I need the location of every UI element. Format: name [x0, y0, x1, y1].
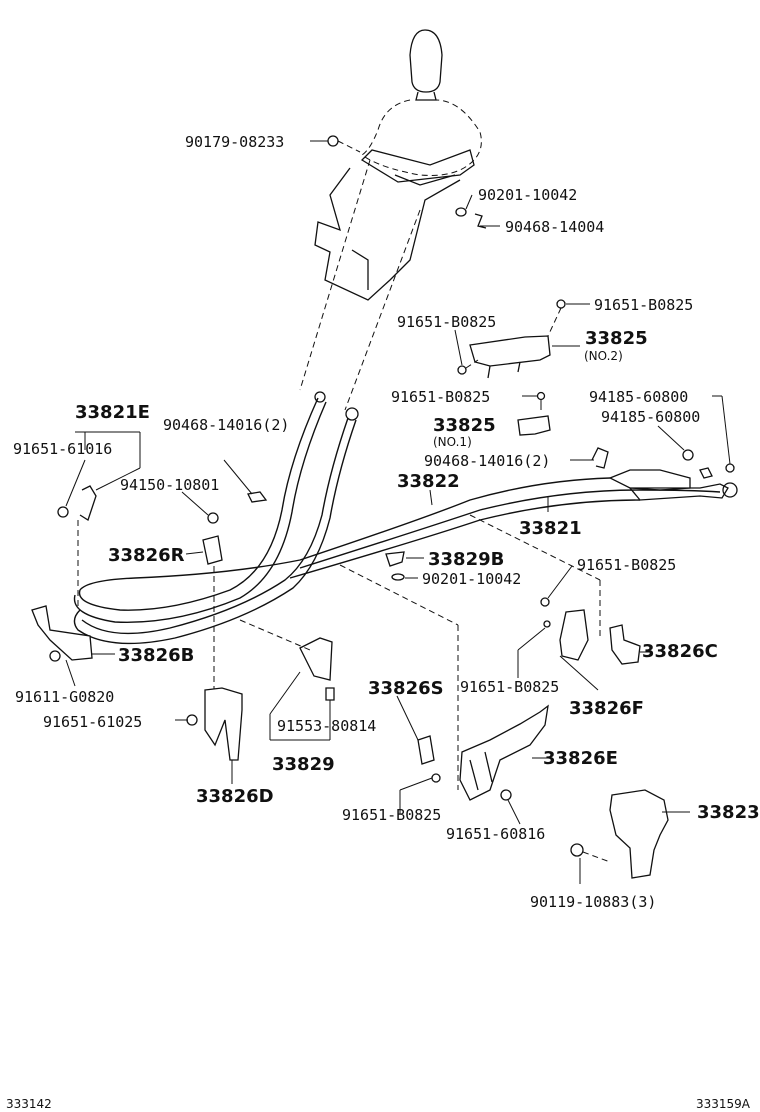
- leader-lines: [65, 140, 731, 884]
- cover-33825-no1: [517, 391, 551, 436]
- label-91651-B0825-b: 91651-B0825: [397, 313, 496, 331]
- label-33826F: 33826F: [569, 698, 644, 719]
- bracket-33823-icon: [570, 789, 669, 879]
- bracket-33826D-icon: [186, 687, 243, 761]
- clip-33821E-icon: [57, 485, 97, 521]
- label-91651-B0825-f: 91651-B0825: [342, 806, 441, 824]
- shift-lever-assembly: [299, 29, 482, 411]
- bracket-33826S-icon: [417, 735, 435, 765]
- spring-33829-icon: [299, 637, 333, 681]
- bracket-33826F-icon: [540, 597, 589, 661]
- label-94185-60800-b: 94185-60800: [601, 408, 700, 426]
- label-94150-10801: 94150-10801: [120, 476, 219, 494]
- cover-33825-no2: [457, 299, 566, 379]
- bracket-33826B-icon: [31, 605, 93, 662]
- label-33825-no2: 33825: [585, 328, 648, 349]
- nut-90179-icon: [327, 135, 361, 153]
- label-no1: (NO.1): [433, 435, 472, 449]
- label-91651-61016: 91651-61016: [13, 440, 112, 458]
- label-90468-14016-a: 90468-14016(2): [163, 416, 289, 434]
- label-91651-B0825-e: 91651-B0825: [460, 678, 559, 696]
- clamp-33826R-icon: [202, 535, 223, 690]
- label-33826E: 33826E: [543, 748, 618, 769]
- label-91553-80814: 91553-80814: [277, 717, 376, 735]
- label-91651-B0825-c: 91651-B0825: [391, 388, 490, 406]
- label-94185-60800-a: 94185-60800: [589, 388, 688, 406]
- label-91651-60816: 91651-60816: [446, 825, 545, 843]
- label-33822: 33822: [397, 471, 460, 492]
- label-33829B: 33829B: [428, 549, 504, 570]
- nut-94150-icon: [207, 512, 219, 524]
- label-91611-G0820: 91611-G0820: [15, 688, 114, 706]
- clip-90468-14016-right-icon: [591, 447, 609, 469]
- bolt-91553-icon: [325, 687, 335, 712]
- label-33826R: 33826R: [108, 545, 185, 566]
- clip-33829B-icon: [385, 551, 405, 581]
- label-33826C: 33826C: [642, 641, 718, 662]
- bracket-33826C-icon: [609, 624, 641, 665]
- label-91651-B0825-a: 91651-B0825: [594, 296, 693, 314]
- label-90119-10883: 90119-10883(3): [530, 893, 656, 911]
- clip-90468-14016-left-icon: [247, 491, 268, 503]
- label-91651-61025: 91651-61025: [43, 713, 142, 731]
- label-33821: 33821: [519, 518, 582, 539]
- label-no2: (NO.2): [584, 349, 623, 363]
- washer-90201-top-icon: [455, 207, 467, 217]
- label-90179-08233: 90179-08233: [185, 133, 284, 151]
- label-90201-10042-mid: 90201-10042: [422, 570, 521, 588]
- label-33821E: 33821E: [75, 402, 150, 423]
- label-90468-14004: 90468-14004: [505, 218, 604, 236]
- label-33829: 33829: [272, 754, 335, 775]
- label-91651-B0825-d: 91651-B0825: [577, 556, 676, 574]
- diagram-code-right: 333159A: [696, 1097, 751, 1111]
- label-33826D: 33826D: [196, 786, 274, 807]
- diagram-code-left: 333142: [6, 1097, 52, 1111]
- label-90201-10042-top: 90201-10042: [478, 186, 577, 204]
- bracket-33826E-icon: [431, 704, 549, 801]
- label-33826S: 33826S: [368, 678, 444, 699]
- label-33823: 33823: [697, 802, 760, 823]
- clip-90468-14004-icon: [474, 213, 487, 229]
- shift-cables: [73, 391, 738, 645]
- label-33825-no1: 33825: [433, 415, 496, 436]
- label-33826B: 33826B: [118, 645, 194, 666]
- label-90468-14016-b: 90468-14016(2): [424, 452, 550, 470]
